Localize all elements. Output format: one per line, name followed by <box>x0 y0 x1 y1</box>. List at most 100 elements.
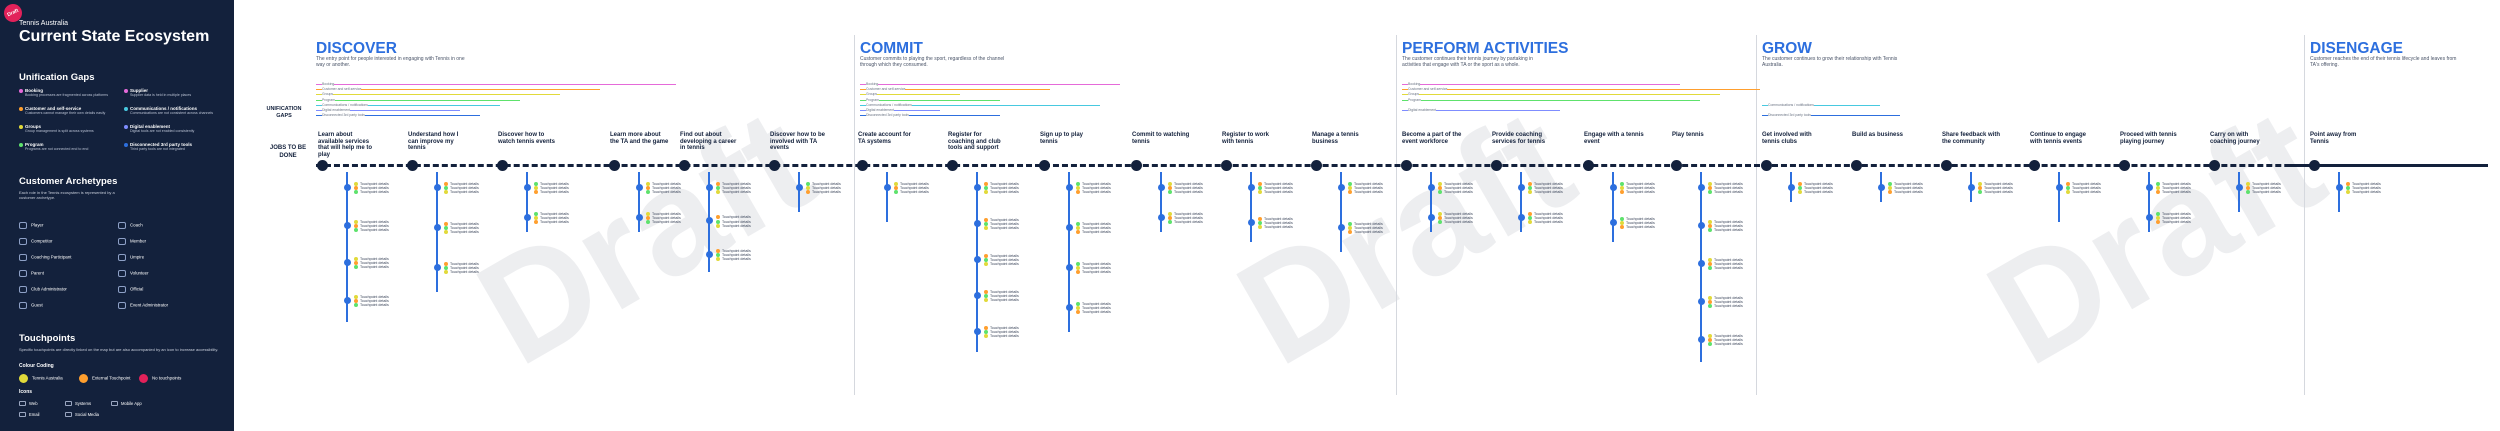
touchpoint-colour-dot <box>1708 220 1712 225</box>
gap-line <box>860 115 1000 117</box>
touchpoint-colour-dot <box>1168 182 1172 187</box>
unification-gaps-row-label: UNIFICATION GAPS <box>266 106 302 119</box>
touchpoint-text: Touchpoint details <box>990 226 1019 231</box>
touchpoint-item: Touchpoint details <box>534 212 596 217</box>
stage-description: Customer commits to playing the sport, r… <box>860 56 1005 68</box>
touchpoint-item: Touchpoint details <box>1620 182 1682 187</box>
icon-legend-item: Email <box>19 412 39 418</box>
colour-coding-label: External Touchpoint <box>92 375 131 381</box>
gap-colour-dot <box>124 89 128 93</box>
touchpoint-text: Touchpoint details <box>360 186 389 191</box>
touchpoint-item: Touchpoint details <box>646 190 708 195</box>
gap-legend-label: Communications / notifications <box>130 106 198 111</box>
touchpoint-text: Touchpoint details <box>990 290 1019 294</box>
touchpoint-colour-dot <box>1978 182 1982 187</box>
touchpoint-item: Touchpoint details <box>1888 182 1950 187</box>
touchpoint-text: Touchpoint details <box>2252 182 2281 186</box>
journey-step-dot <box>609 160 620 171</box>
touchpoint-colour-dot <box>984 298 988 303</box>
touchpoint-item: Touchpoint details <box>2246 182 2308 187</box>
touchpoint-stem <box>436 172 438 292</box>
touchpoint-text: Touchpoint details <box>1082 186 1111 191</box>
touchpoint-colour-dot <box>354 257 358 262</box>
touchpoint-item: Touchpoint details <box>1168 220 1230 225</box>
touchpoint-colour-dot <box>716 182 720 187</box>
touchpoint-text: Touchpoint details <box>1714 342 1743 347</box>
job-to-be-done-label: Proceed with tennis playing journey <box>2120 132 2177 145</box>
touchpoint-colour-dot <box>1528 186 1532 191</box>
touchpoint-dot <box>1247 184 1255 191</box>
touchpoint-text: Touchpoint details <box>360 294 389 299</box>
touchpoint-text: Touchpoint details <box>1534 186 1563 191</box>
touchpoint-text: Touchpoint details <box>1174 212 1203 216</box>
touchpoint-text: Touchpoint details <box>360 227 389 232</box>
touchpoint-text: Touchpoint details <box>1534 190 1563 195</box>
touchpoint-stem <box>1068 172 1070 332</box>
touchpoint-item: Touchpoint details <box>1438 186 1500 191</box>
touchpoint-item: Touchpoint details <box>2346 190 2408 195</box>
touchpoint-item: Touchpoint details <box>716 249 778 253</box>
touchpoint-item: Touchpoint details <box>2066 190 2128 195</box>
touchpoint-dot <box>635 184 643 191</box>
touchpoint-item: Touchpoint details <box>1620 217 1682 222</box>
touchpoint-colour-dot <box>1258 225 1262 230</box>
touchpoint-dot <box>705 184 713 191</box>
touchpoint-colour-dot <box>984 222 988 227</box>
gap-legend-label: Booking <box>25 88 43 93</box>
gap-legend-label: Groups <box>25 124 42 129</box>
gap-line <box>316 115 480 117</box>
touchpoint-colour-dot <box>1708 300 1712 305</box>
touchpoint-item: Touchpoint details <box>646 216 708 221</box>
page-title: Current State Ecosystem <box>19 28 210 45</box>
stage-separator <box>2304 35 2305 395</box>
touchpoint-item: Touchpoint details <box>354 299 416 303</box>
touchpoint-colour-dot <box>646 182 650 187</box>
touchpoint-item: Touchpoint details <box>894 182 956 187</box>
touchpoint-text: Touchpoint details <box>1082 190 1111 195</box>
touchpoint-text: Touchpoint details <box>1444 216 1473 221</box>
person-icon <box>19 238 27 245</box>
gap-legend-desc: Digital tools are not enabled consistent… <box>130 129 195 133</box>
gap-line-label: Customer and self-service <box>322 87 362 92</box>
touchpoint-colour-dot <box>354 190 358 195</box>
person-icon <box>118 302 126 309</box>
touchpoint-colour-dot <box>716 223 720 228</box>
touchpoint-colour-dot <box>1708 262 1712 267</box>
gap-line <box>1402 89 1760 91</box>
journey-step-dot <box>407 160 418 171</box>
touchpoint-text: Touchpoint details <box>1714 190 1743 195</box>
touchpoint-item: Touchpoint details <box>1258 221 1320 226</box>
touchpoint-colour-dot <box>984 334 988 339</box>
job-to-be-done-label: Register to work with tennis <box>1222 132 1270 145</box>
colour-coding-label: No touchpoints <box>152 375 182 381</box>
touchpoint-colour-dot <box>1528 212 1532 217</box>
touchpoint-text: Touchpoint details <box>990 258 1019 263</box>
touchpoint-text: Touchpoint details <box>450 186 479 191</box>
touchpoint-item: Touchpoint details <box>2156 190 2218 195</box>
touchpoint-item: Touchpoint details <box>984 254 1046 259</box>
touchpoint-colour-dot <box>1076 302 1080 307</box>
touchpoint-text: Touchpoint details <box>1082 266 1111 271</box>
touchpoint-item: Touchpoint details <box>1168 186 1230 191</box>
touchpoint-stem <box>1612 172 1614 242</box>
stage-description: Customer reaches the end of their tennis… <box>2310 56 2457 68</box>
journey-step-dot <box>1401 160 1412 171</box>
touchpoint-text: Touchpoint details <box>2162 216 2191 221</box>
touchpoint-text: Touchpoint details <box>722 190 751 195</box>
touchpoint-item: Touchpoint details <box>1620 225 1682 230</box>
journey-step-dot <box>947 160 958 171</box>
touchpoint-text: Touchpoint details <box>1534 216 1563 221</box>
touchpoint-item: Touchpoint details <box>716 220 778 224</box>
touchpoint-text: Touchpoint details <box>2162 182 2191 186</box>
person-icon <box>118 270 126 277</box>
touchpoint-stem <box>886 172 888 222</box>
touchpoint-stem <box>1430 172 1432 232</box>
